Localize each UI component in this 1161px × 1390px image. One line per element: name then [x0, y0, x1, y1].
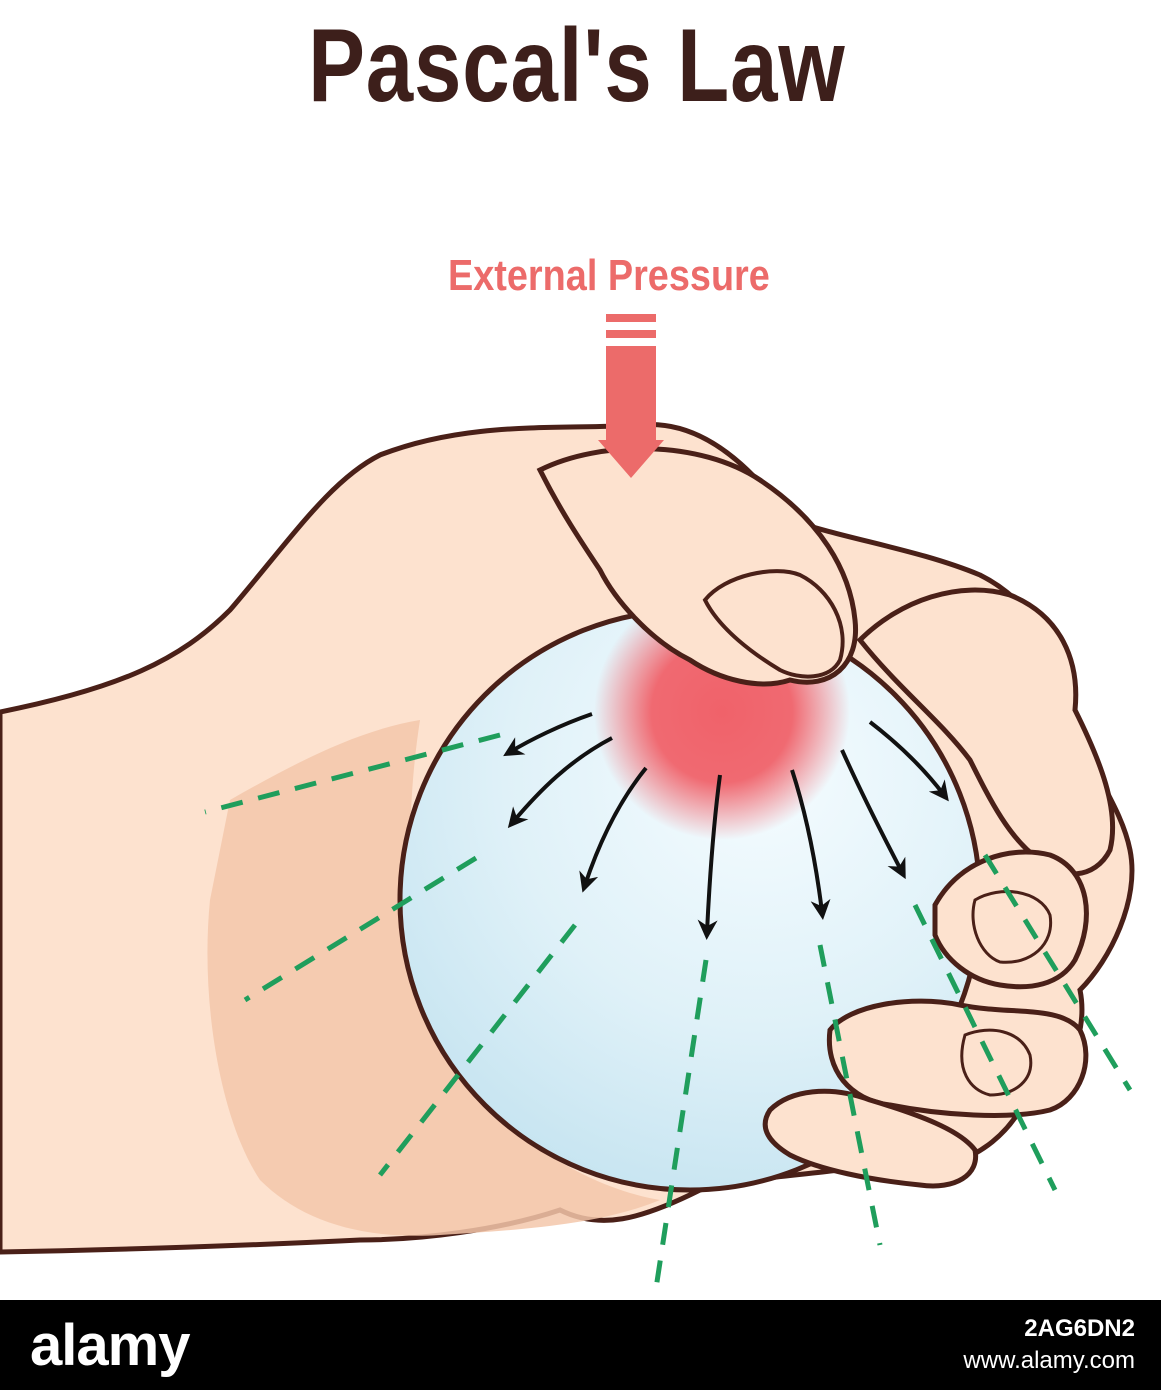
finger-index — [856, 587, 1116, 877]
dashed-pressure-lines — [204, 732, 1133, 1296]
force-arrow — [868, 720, 949, 802]
dashed-line — [243, 855, 478, 1003]
force-arrow — [697, 774, 722, 940]
force-arrow — [579, 766, 648, 893]
thumbnail — [702, 569, 845, 679]
watermark-footer: alamy 2AG6DN2 www.alamy.com — [0, 1300, 1161, 1390]
dashed-line — [912, 903, 1058, 1192]
dashed-line — [204, 732, 501, 815]
pascal-law-illustration — [0, 314, 1135, 1296]
external-pressure-label: External Pressure — [448, 251, 770, 300]
force-arrow — [503, 712, 593, 757]
dashed-line — [378, 923, 577, 1177]
fingernail-ring — [960, 1028, 1033, 1097]
force-arrow — [507, 736, 613, 829]
footer-url: www.alamy.com — [963, 1347, 1135, 1374]
force-arrow — [790, 769, 831, 920]
palm-shadow — [207, 720, 660, 1236]
dashed-line — [817, 944, 883, 1246]
footer-logo: alamy — [30, 1313, 190, 1378]
fingernail-middle — [971, 890, 1053, 964]
footer-image-id: 2AG6DN2 — [1024, 1315, 1135, 1342]
force-arrow — [840, 749, 906, 880]
dashed-line — [652, 959, 709, 1296]
external-pressure-arrow — [598, 314, 664, 478]
internal-force-arrows — [503, 712, 949, 940]
dashed-line — [982, 853, 1133, 1092]
page-title: Pascal's Law — [308, 8, 846, 124]
